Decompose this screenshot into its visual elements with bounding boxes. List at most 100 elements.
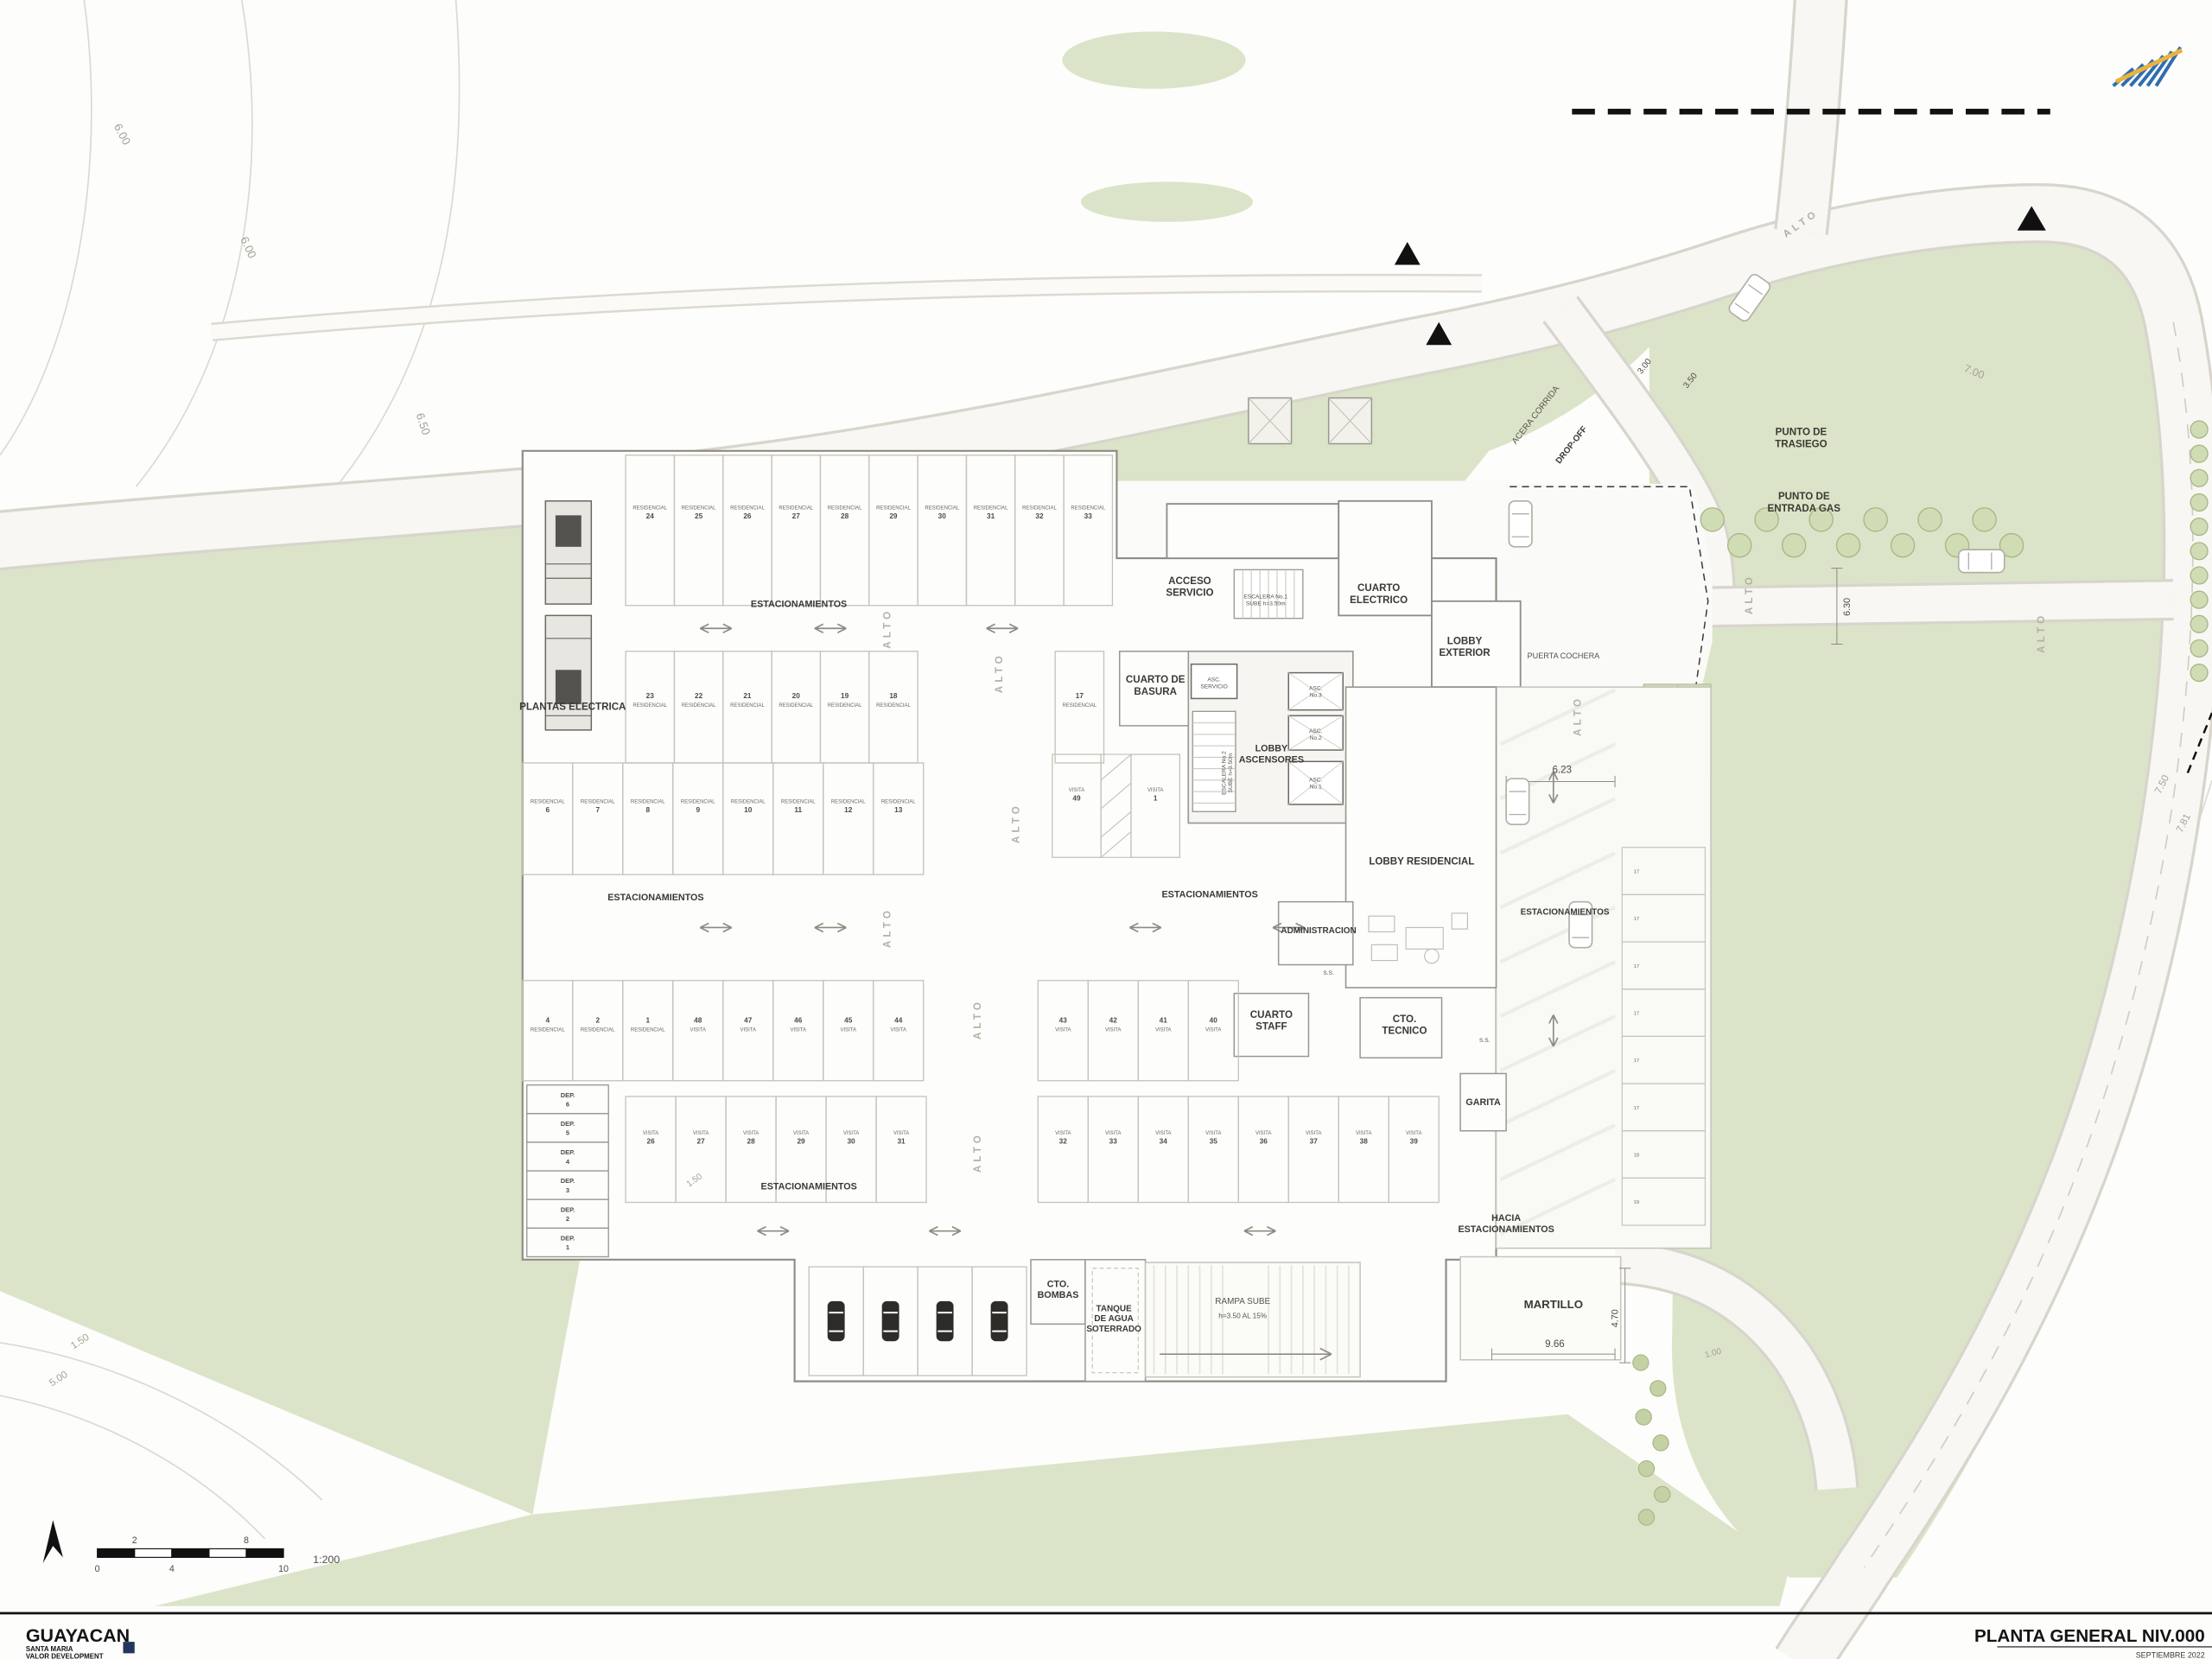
stall-type: VISITA [1069,788,1084,793]
access-road [1706,582,2174,626]
tree-canopy [2190,444,2209,463]
stall-number: 18 [889,692,898,700]
north-stub-road [1777,0,1846,235]
stall-number: 47 [744,1016,753,1024]
electrical-equipment [544,500,593,731]
stall-number: 12 [844,806,853,814]
stall-number: 23 [646,692,655,700]
title-block: GUAYACAN SANTA MARIA VALOR DEVELOPMENT P… [0,1611,2212,1659]
tree-canopy [1700,507,1725,532]
dep-number: 3 [566,1186,569,1194]
shrub [1654,1485,1671,1503]
dep-room [526,1084,609,1115]
tree-canopy [1754,507,1779,532]
stall-type: RESIDENCIAL [531,1027,565,1033]
stall-type: RESIDENCIAL [876,703,911,709]
stall-type: VISITA [693,1131,709,1136]
stall-type: RESIDENCIAL [876,505,911,511]
stall-number: 27 [696,1138,705,1146]
stall-number: 33 [1084,512,1093,520]
shrub [1652,1434,1669,1452]
project-title: GUAYACAN [26,1625,130,1646]
stall-number: 10 [744,806,753,814]
stall-type: VISITA [791,1027,806,1033]
dimension-lines [1491,568,1843,1363]
room-label: S.S. [1323,970,1334,976]
project-developer: VALOR DEVELOPMENT [26,1652,104,1659]
stall-type: RESIDENCIAL [632,505,667,511]
stall-type: RESIDENCIAL [779,505,813,511]
small-stall-label: 17 [1634,1058,1639,1064]
tree-canopy [2190,518,2209,537]
stall-type: RESIDENCIAL [531,799,565,804]
cuarto-electrico-block [1338,499,1433,617]
stall-type: RESIDENCIAL [779,703,813,709]
scale-ratio: 1:200 [313,1554,340,1566]
stall-number: 25 [695,512,703,520]
stall-number: 28 [841,512,849,520]
tree-canopy [1726,532,1752,558]
scale-tick: 8 [244,1535,249,1546]
dep-room [526,1113,609,1143]
cto-tecnico-room [1359,996,1443,1058]
stall-number: 45 [844,1016,853,1024]
vehicles [1505,274,2005,949]
stall-number: 36 [1260,1138,1268,1146]
room-label: LOBBY RESIDENCIAL [1369,857,1474,868]
stall-type: RESIDENCIAL [631,799,665,804]
tree-canopy [2190,493,2209,512]
stall-type: RESIDENCIAL [925,505,959,511]
room-label: ESTACIONAMIENTOS [1161,890,1257,900]
stall-type: RESIDENCIAL [730,703,765,709]
lobby-furniture [1368,912,1468,964]
alto-marking: ALTO [1573,696,1583,736]
stall-number: 11 [794,806,802,814]
car-outline [1957,549,2005,574]
drive-hatch [1499,688,1616,1236]
tanque-dashed [1091,1268,1139,1374]
room-label: ASC.No.2 [1309,728,1323,741]
stall-number: 4 [545,1016,550,1024]
stall-type: RESIDENCIAL [581,1027,615,1033]
scale-bar-segment [97,1548,136,1558]
tree-canopy [2190,614,2209,633]
parking-stall [1130,753,1180,858]
drive-arrow [1548,771,1559,804]
tree-canopy [1972,507,1997,532]
marker-triangle-3 [2017,206,2046,231]
dep-room [526,1141,609,1172]
room-label: ASC.SERVICIO [1200,677,1227,690]
dep-room [526,1170,609,1200]
stall-type: RESIDENCIAL [828,703,862,709]
cto-bombas-room [1030,1259,1086,1325]
stall-type: VISITA [1155,1027,1171,1033]
drive-arrow [699,623,733,633]
stall-type: VISITA [1155,1131,1171,1136]
stall-number: 28 [747,1138,755,1146]
site-markers [1394,46,2212,774]
project-location: SANTA MARIA [26,1645,73,1653]
taxi-stall [971,1266,1027,1376]
room-label: CTO.BOMBAS [1038,1279,1079,1300]
green-blob-2 [1081,181,1253,222]
tree-canopy [1890,532,1916,558]
dimension-label: 6.30 [1842,598,1853,616]
room-label: ESTACIONAMIENTOS [1521,908,1610,918]
alto-marking: ALTO [1012,803,1022,843]
stall-number: 26 [646,1138,655,1146]
company-logo [2112,46,2183,87]
stall-number: 32 [1035,512,1044,520]
drive-arrow [699,922,733,933]
stall-type: RESIDENCIAL [1071,505,1105,511]
small-stall-label: 17 [1634,964,1639,969]
sheet-title: PLANTA GENERAL NIV.000 [1974,1626,2205,1646]
alto-marking: ALTO [883,907,893,948]
dep-room [526,1198,609,1230]
room-label: ASC.No.1 [1309,778,1323,791]
stall-type: VISITA [743,1131,759,1136]
stall-type: RESIDENCIAL [974,505,1008,511]
